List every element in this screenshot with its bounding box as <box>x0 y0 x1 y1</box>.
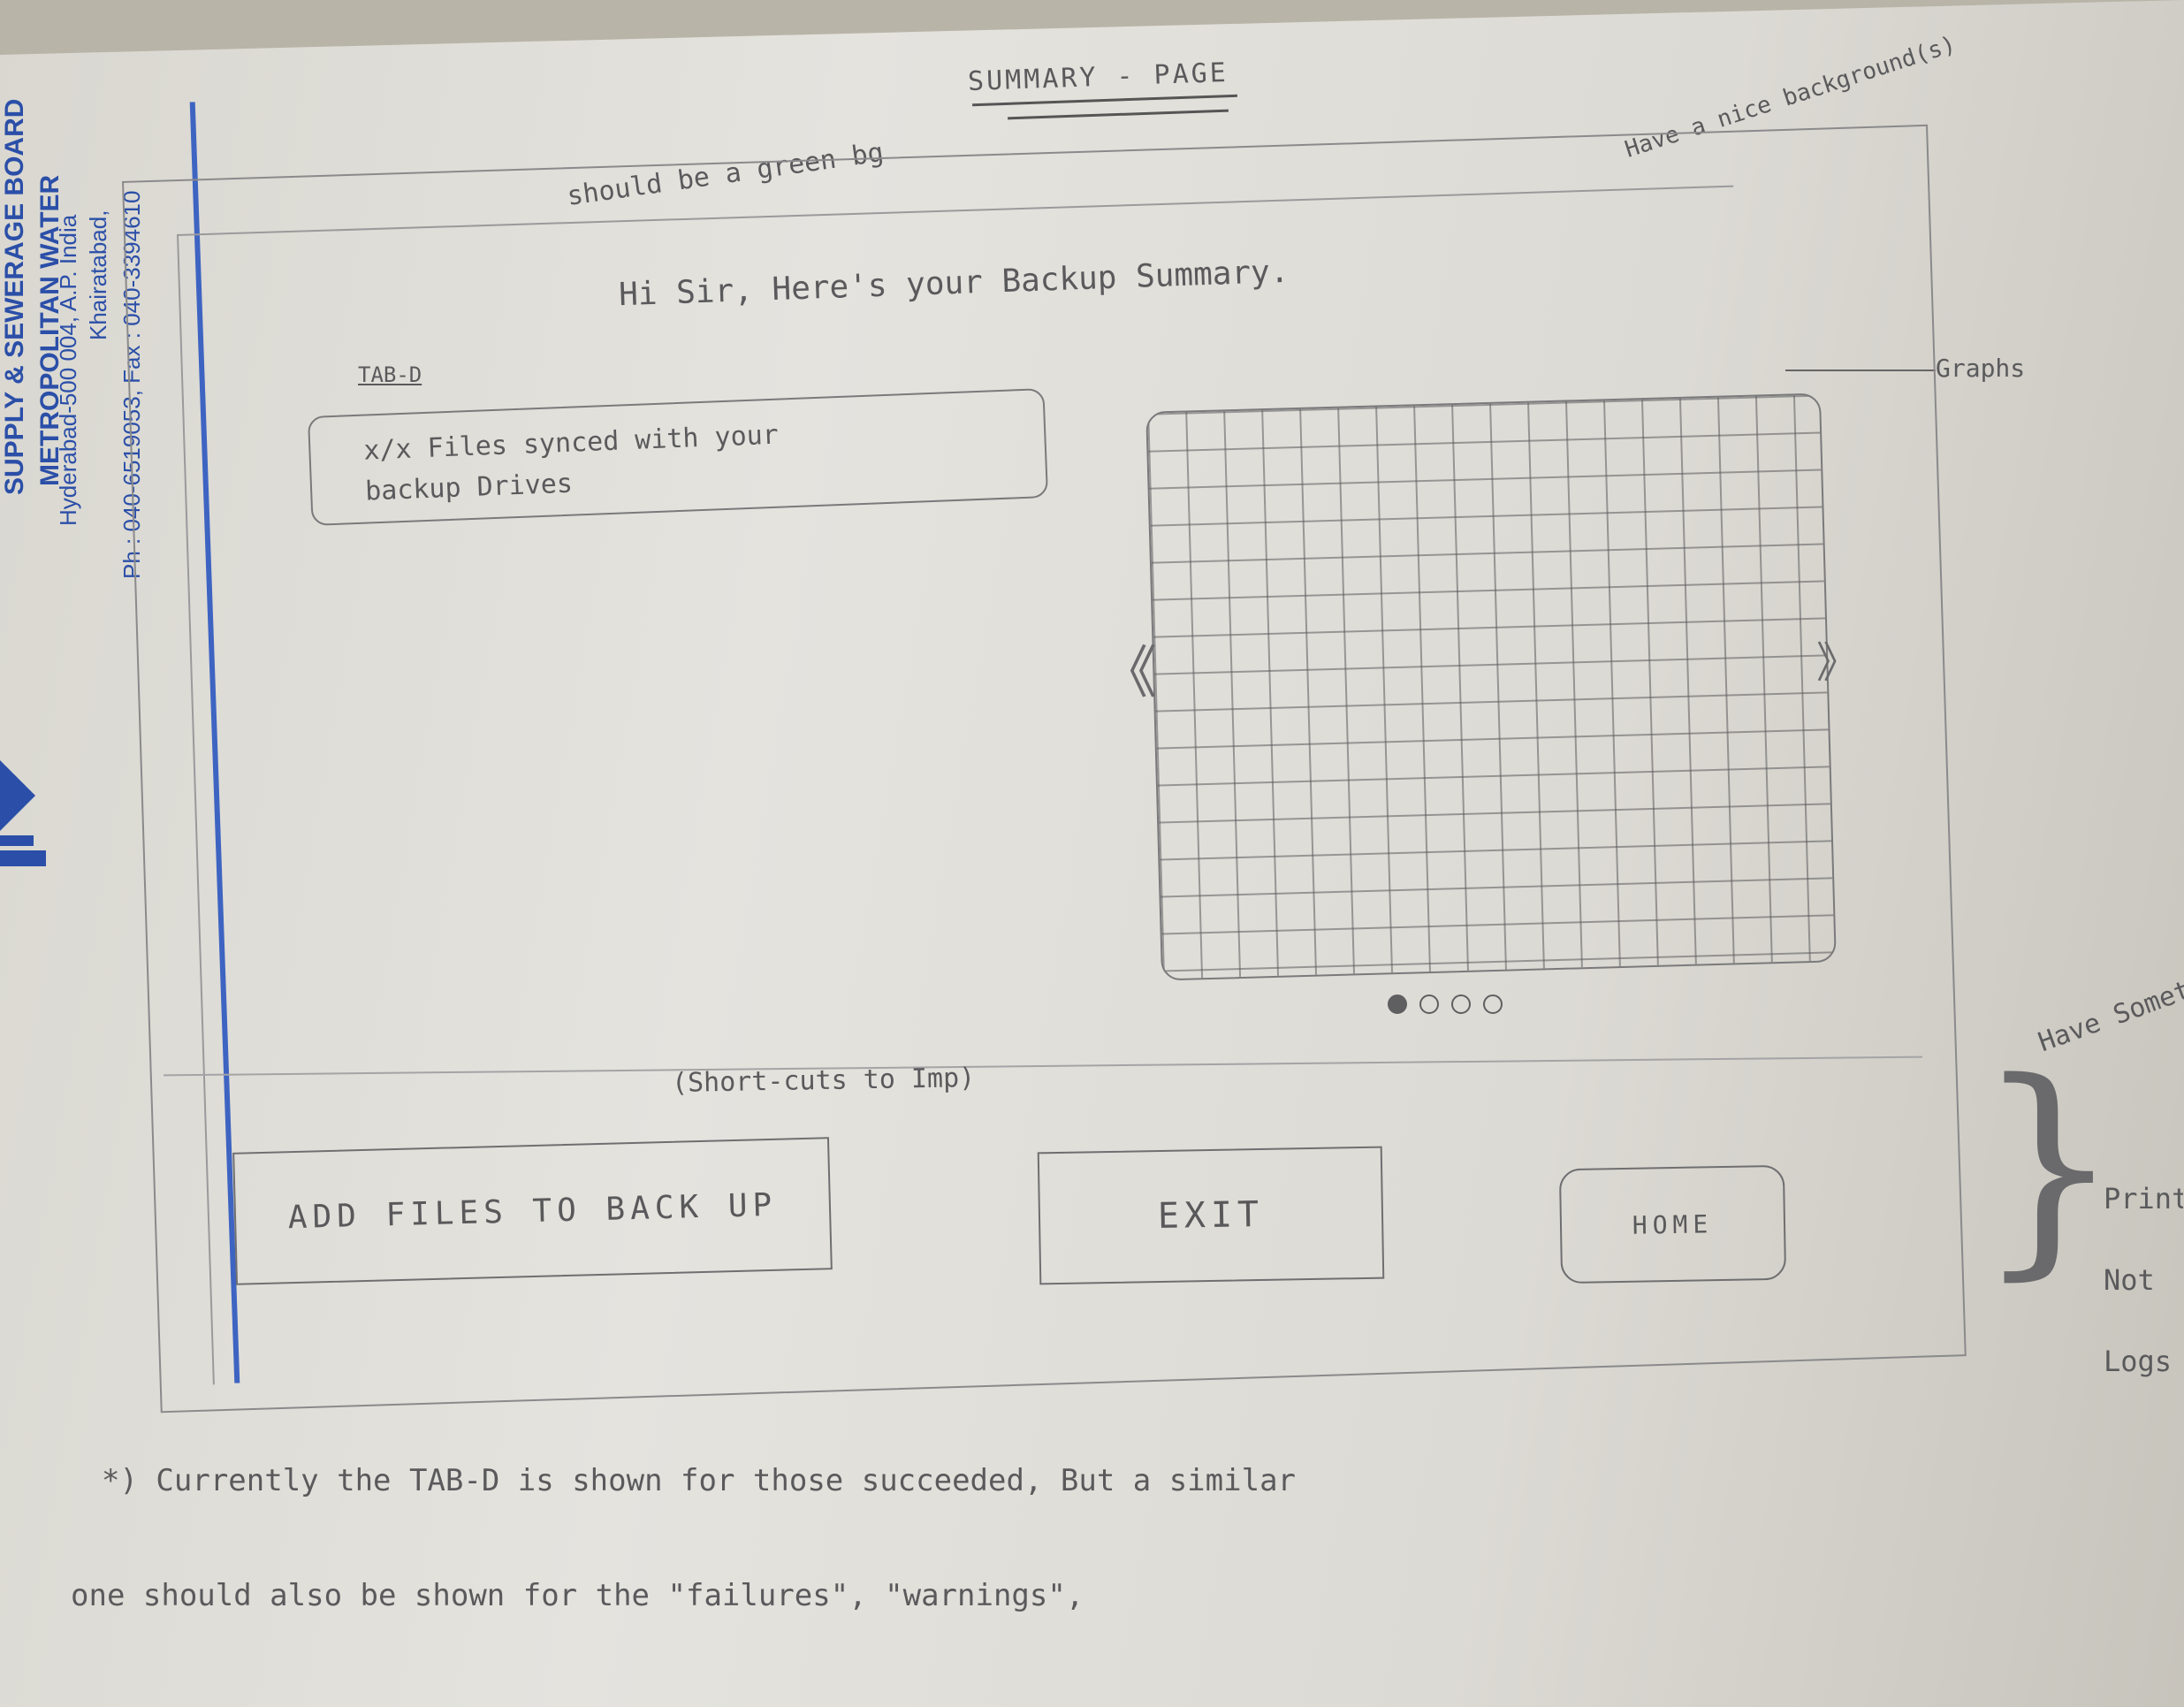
carousel-dots <box>1388 994 1515 1017</box>
carousel-dot[interactable] <box>1388 994 1407 1014</box>
letterhead-address-line2: Hyderabad-500 004, A.P. India <box>55 214 81 526</box>
annotation-graphs: Graphs <box>1936 354 2026 383</box>
annotation-side-words: Print Not Logs <box>2104 1158 2183 1402</box>
footnote-line2: one should also be shown for the "failur… <box>71 1578 1084 1613</box>
curly-brace: } <box>1975 1033 2122 1300</box>
graph-panel <box>1145 392 1837 981</box>
graphs-pointer-line <box>1785 370 1936 371</box>
footnote-line1: *) Currently the TAB-D is shown for thos… <box>102 1463 1297 1498</box>
tab-d-text-line2: backup Drives <box>364 468 574 507</box>
side-word-not: Not <box>2104 1263 2155 1297</box>
letterhead-org-line2: SUPPLY & SEWERAGE BOARD <box>0 98 29 495</box>
add-files-button[interactable]: ADD FILES TO BACK UP <box>232 1137 833 1285</box>
side-word-logs: Logs <box>2104 1345 2173 1378</box>
tab-label: TAB-D <box>358 362 422 387</box>
carousel-dot[interactable] <box>1419 994 1439 1014</box>
home-button[interactable]: HOME <box>1558 1164 1787 1284</box>
carousel-dot[interactable] <box>1483 994 1503 1014</box>
side-word-print: Print <box>2104 1182 2183 1215</box>
carousel-left-arrow[interactable]: 《 <box>1100 641 1157 706</box>
tab-d-text-line1: x/x Files synced with your <box>362 419 780 467</box>
shortcut-label: (Short-cuts to Imp) <box>671 1063 976 1099</box>
carousel-dot[interactable] <box>1451 994 1471 1014</box>
exit-button[interactable]: EXIT <box>1037 1146 1385 1285</box>
letterhead-address-line1: Khairatabad, <box>85 210 111 340</box>
carousel-right-arrow[interactable]: 》 <box>1816 638 1860 688</box>
board-logo-icon <box>0 760 46 866</box>
